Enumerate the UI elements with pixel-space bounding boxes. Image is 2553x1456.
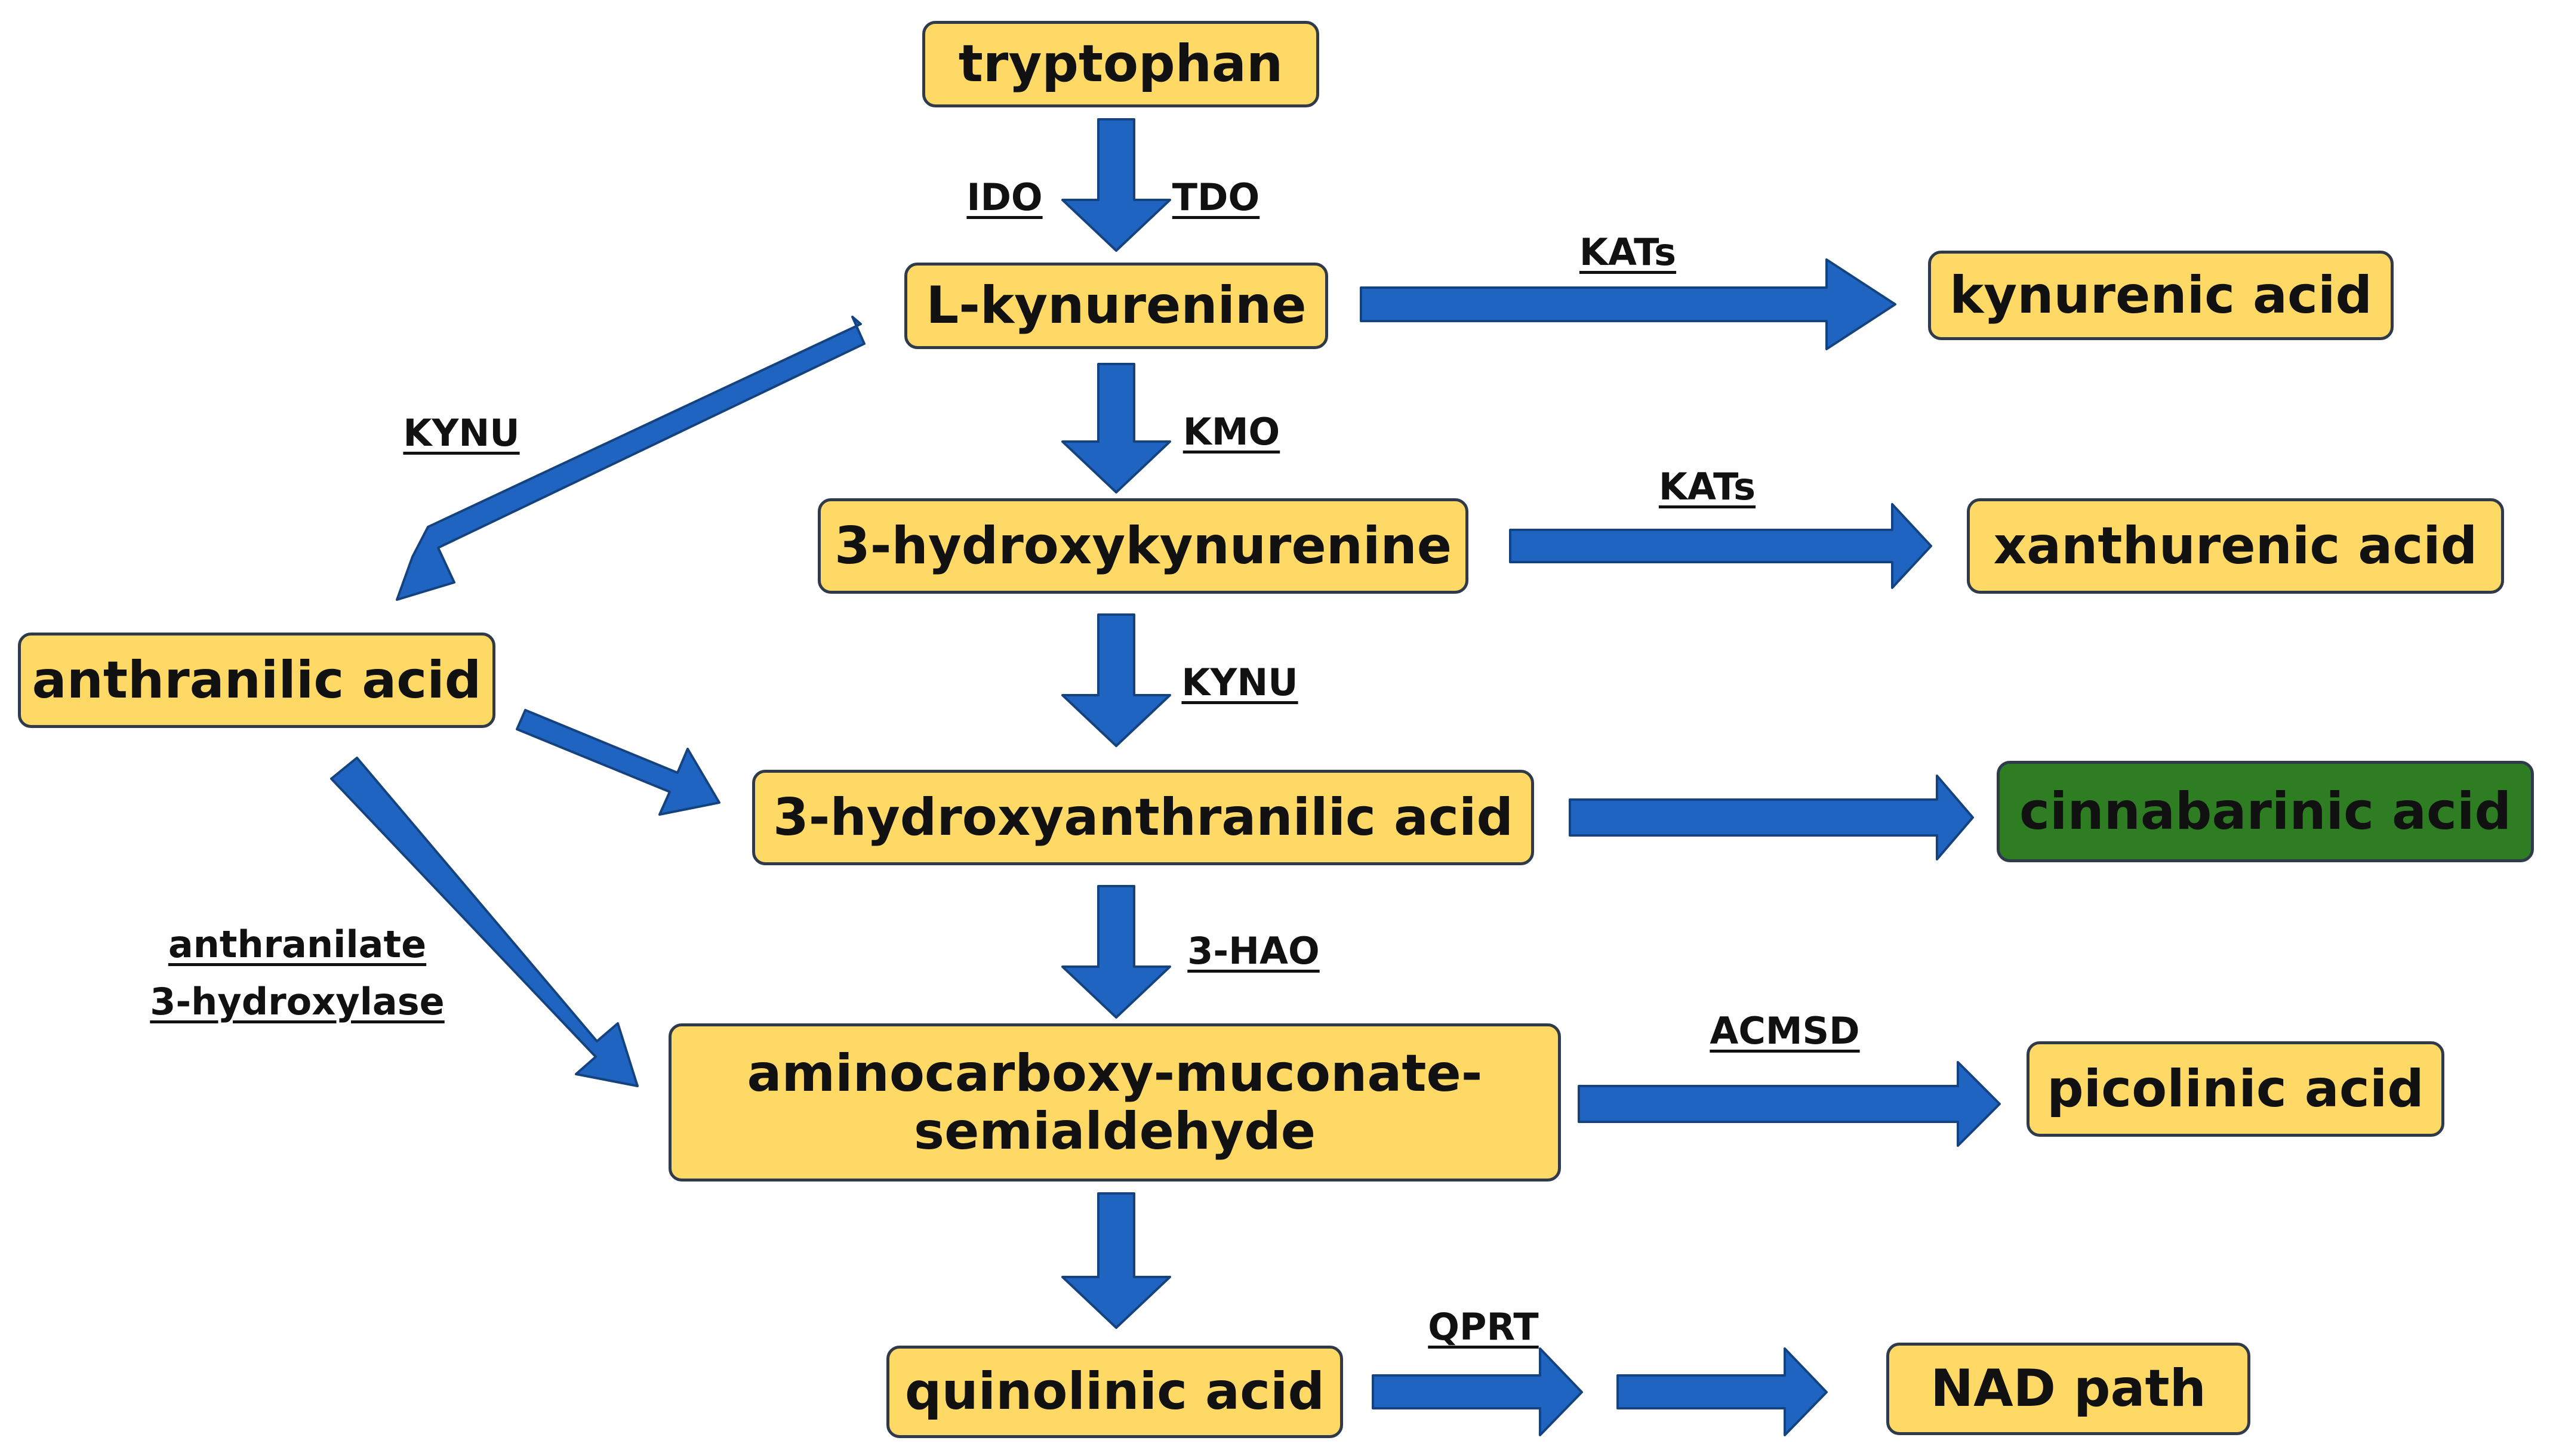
- arrow-acms-to-quinolinic-acid: [1061, 1192, 1171, 1329]
- node-xanthurenic-acid-label: xanthurenic acid: [1993, 516, 2478, 576]
- node-tryptophan-label: tryptophan: [958, 34, 1283, 94]
- enzyme-anthranilate-line2: 3-hydroxylase: [150, 980, 445, 1024]
- node-quinolinic-acid: quinolinic acid: [886, 1346, 1343, 1438]
- node-l-kynurenine: L-kynurenine: [904, 263, 1328, 349]
- node-acms-label-line2: semialdehyde: [913, 1101, 1316, 1161]
- arrow-to-nad-path: [1616, 1347, 1828, 1436]
- arrow-acms-to-picolinic-acid: [1578, 1061, 2001, 1147]
- enzyme-acmsd: ACMSD: [1710, 1009, 1860, 1053]
- node-tryptophan: tryptophan: [922, 21, 1319, 107]
- enzyme-qprt: QPRT: [1428, 1305, 1539, 1349]
- arrow-anthranilic-acid-to-hydroxyanthranilic-acid: [516, 709, 720, 816]
- arrow-hydroxyanthranilic-acid-to-cinnabarinic-acid: [1569, 775, 1974, 860]
- arrow-kynurenine-to-hydroxykynurenine: [1061, 363, 1171, 493]
- node-anthranilic-acid: anthranilic acid: [18, 633, 495, 728]
- arrow-tryptophan-to-kynurenine: [1061, 118, 1171, 252]
- node-picolinic-acid-label: picolinic acid: [2047, 1059, 2424, 1119]
- node-nad-path: NAD path: [1886, 1343, 2250, 1435]
- enzyme-kats-xanthurenic: KATs: [1658, 465, 1756, 508]
- arrow-kynurenine-to-kynurenic-acid: [1360, 258, 1896, 350]
- node-nad-path-label: NAD path: [1930, 1359, 2206, 1419]
- node-3-hydroxyanthranilic-acid: 3-hydroxyanthranilic acid: [752, 770, 1534, 865]
- node-kynurenic-acid: kynurenic acid: [1928, 251, 2394, 340]
- node-anthranilic-acid-label: anthranilic acid: [32, 650, 482, 710]
- node-aminocarboxy-muconate-semialdehyde: aminocarboxy-muconate- semialdehyde: [669, 1023, 1561, 1182]
- arrow-kynurenine-to-anthranilic-acid: [396, 316, 866, 601]
- arrow-quinolinic-acid-qprt: [1372, 1347, 1583, 1436]
- enzyme-tdo: TDO: [1172, 175, 1260, 219]
- enzyme-kmo: KMO: [1182, 410, 1280, 454]
- enzyme-kats-kynurenic: KATs: [1579, 230, 1677, 274]
- node-cinnabarinic-acid: cinnabarinic acid: [1997, 761, 2534, 862]
- node-3-hydroxykynurenine-label: 3-hydroxykynurenine: [834, 516, 1452, 576]
- enzyme-anthranilate-line1: anthranilate: [168, 923, 427, 966]
- node-kynurenic-acid-label: kynurenic acid: [1949, 265, 2373, 325]
- arrow-hydroxykynurenine-to-hydroxyanthranilic-acid: [1061, 613, 1171, 747]
- enzyme-anthranilate-3-hydroxylase: anthranilate 3-hydroxylase: [150, 916, 444, 1031]
- arrow-hydroxykynurenine-to-xanthurenic-acid: [1509, 503, 1932, 589]
- enzyme-3-hao: 3-HAO: [1187, 929, 1320, 973]
- enzyme-ido: IDO: [966, 175, 1043, 219]
- node-3-hydroxykynurenine: 3-hydroxykynurenine: [818, 498, 1468, 594]
- node-quinolinic-acid-label: quinolinic acid: [904, 1362, 1325, 1422]
- node-3-hydroxyanthranilic-acid-label: 3-hydroxyanthranilic acid: [772, 787, 1514, 847]
- arrow-anthranilic-acid-to-acms: [330, 757, 639, 1087]
- node-l-kynurenine-label: L-kynurenine: [926, 276, 1307, 336]
- enzyme-kynu-left: KYNU: [403, 411, 520, 455]
- arrow-hydroxyanthranilic-acid-to-acms: [1061, 885, 1171, 1019]
- enzyme-kynu-center: KYNU: [1181, 661, 1298, 704]
- node-picolinic-acid: picolinic acid: [2027, 1041, 2444, 1137]
- node-cinnabarinic-acid-label: cinnabarinic acid: [2019, 781, 2512, 841]
- node-acms-label-line1: aminocarboxy-muconate-: [747, 1044, 1483, 1104]
- node-xanthurenic-acid: xanthurenic acid: [1967, 498, 2504, 594]
